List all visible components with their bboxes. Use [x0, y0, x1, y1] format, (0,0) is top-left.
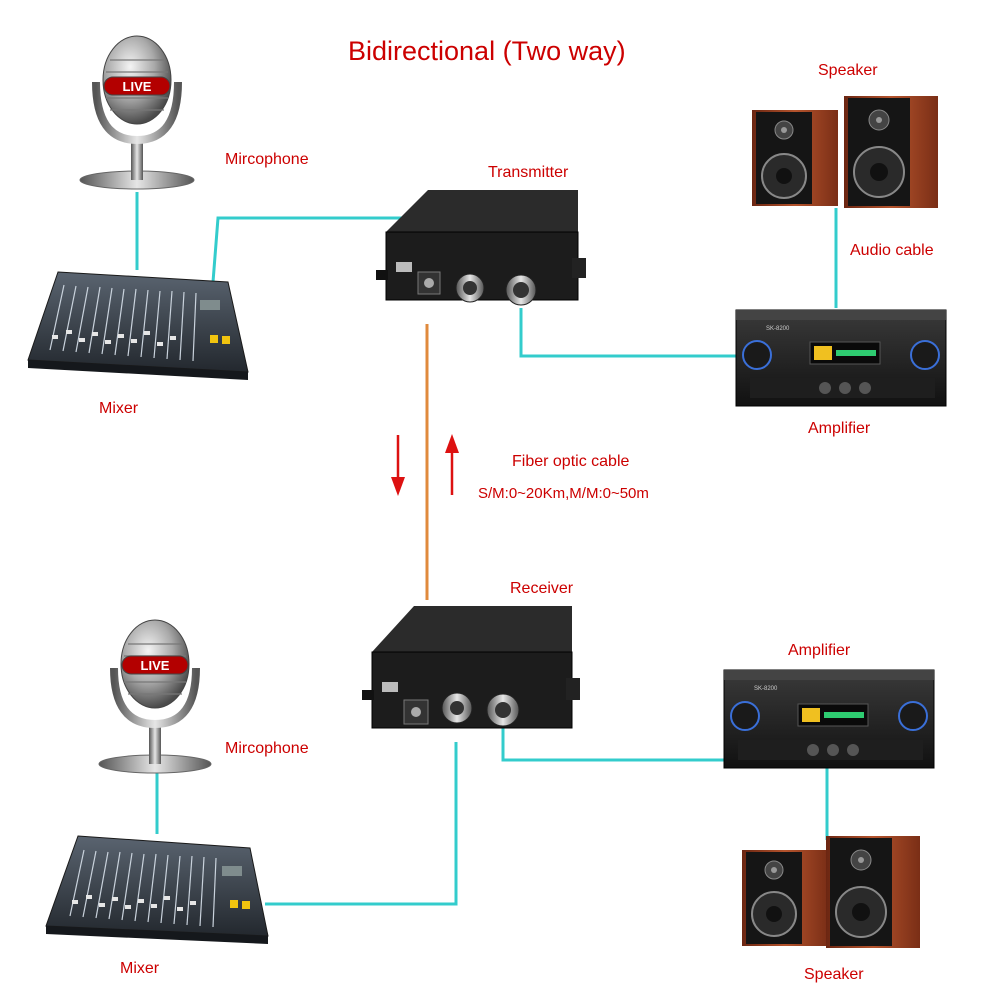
label-mixer-top: Mixer — [99, 400, 139, 417]
amplifier-icon: SK-8200 — [735, 309, 947, 407]
fiber-box-icon — [362, 606, 580, 729]
label-microphone-top: Mircophone — [225, 151, 309, 168]
diagram-title: Bidirectional (Two way) — [348, 36, 626, 66]
mixer-icon — [45, 835, 269, 944]
cable-transmitter-amplifier — [519, 308, 736, 358]
label-amplifier-bottom: Amplifier — [788, 642, 851, 659]
amp-model-bottom: SK-8200 — [754, 686, 778, 692]
label-audio-cable: Audio cable — [850, 242, 934, 259]
amplifier-icon: SK-8200 — [723, 669, 935, 769]
arrow-down-icon — [391, 435, 405, 496]
microphone-icon: LIVE — [98, 619, 212, 774]
label-mixer-bottom: Mixer — [120, 960, 160, 977]
label-speaker-bottom: Speaker — [804, 966, 864, 983]
speaker-icon — [752, 96, 938, 208]
label-speaker-top: Speaker — [818, 62, 878, 79]
arrow-up-icon — [445, 434, 459, 495]
microphone-icon: LIVE — [79, 35, 195, 190]
cable-receiver-amplifier — [501, 728, 724, 762]
amp-model-top: SK-8200 — [766, 326, 790, 332]
mic-badge-bottom: LIVE — [141, 658, 170, 673]
fiber-box-icon — [376, 190, 586, 306]
label-transmitter: Transmitter — [488, 164, 569, 181]
cable-mixer-receiver — [265, 742, 458, 906]
label-fiber-spec: S/M:0~20Km,M/M:0~50m — [478, 485, 649, 502]
speaker-icon — [742, 836, 920, 948]
label-receiver: Receiver — [510, 580, 574, 597]
label-microphone-bottom: Mircophone — [225, 740, 309, 757]
label-amplifier-top: Amplifier — [808, 420, 871, 437]
mixer-icon — [27, 271, 249, 380]
mic-badge: LIVE — [123, 79, 152, 94]
label-fiber-cable: Fiber optic cable — [512, 453, 630, 470]
